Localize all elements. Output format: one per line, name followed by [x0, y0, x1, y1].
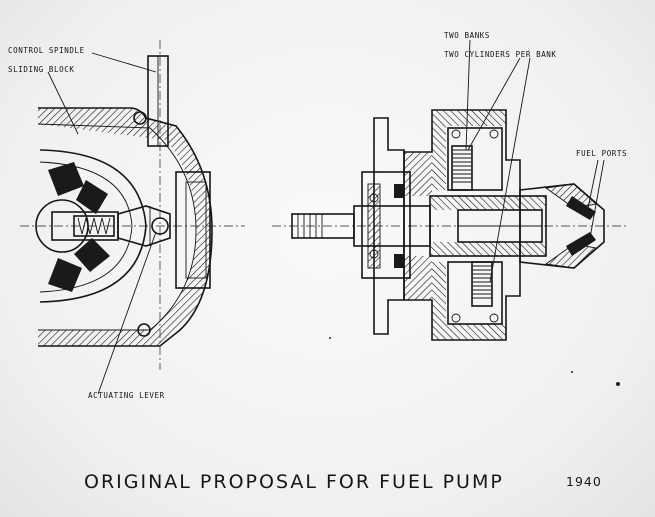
sliding-block-segments — [48, 162, 110, 292]
seal-upper — [394, 184, 404, 198]
leader-control-spindle — [91, 52, 157, 73]
upper-plunger — [451, 145, 473, 191]
label-two-banks: TWO BANKS — [444, 31, 490, 40]
label-sliding-block: SLIDING BLOCK — [8, 65, 75, 74]
rotor-outer-arc — [39, 149, 147, 303]
lower-bearing-ball-1 — [451, 313, 461, 323]
bore-wall-upper — [430, 196, 546, 210]
paper-specks — [329, 337, 620, 386]
fuel-port-upper — [566, 196, 596, 220]
actuator-spring — [77, 217, 111, 235]
front-bearing-ball-1 — [369, 193, 379, 203]
label-fuel-ports: FUEL PORTS — [576, 149, 627, 158]
fuel-port-lower — [566, 232, 596, 256]
front-bearing-housing — [361, 171, 411, 279]
seal-lower — [394, 254, 404, 268]
actuating-lever — [117, 205, 171, 247]
housing-inner-wall — [37, 123, 197, 331]
lower-bearing-ball-2 — [489, 313, 499, 323]
upper-bearing-ball-2 — [489, 129, 499, 139]
shaft-splines — [297, 214, 323, 238]
label-actuating-lever: ACTUATING LEVER — [88, 391, 165, 400]
body-web-hatch-upper — [404, 152, 432, 196]
lower-plunger-spring — [472, 265, 492, 299]
body-web-hatch-lower — [404, 256, 432, 300]
side-boss — [175, 171, 211, 289]
lower-cylinder-bank — [447, 261, 503, 325]
upper-cylinder-bank — [447, 127, 503, 191]
body-wall-hatch-upper — [432, 110, 506, 190]
end-section-view — [20, 40, 245, 370]
label-control-spindle: CONTROL SPINDLE — [8, 46, 85, 55]
lower-port-body — [544, 243, 597, 269]
leader-lines — [47, 39, 605, 395]
leader-actuating-lever — [97, 231, 157, 395]
upper-plunger-spring — [452, 149, 472, 183]
bolt-hole-bottom — [137, 323, 151, 337]
drawing-year: 1940 — [566, 474, 602, 489]
actuator-spring-bore — [73, 215, 115, 237]
front-bearing-race — [367, 183, 381, 269]
leader-two-banks — [465, 39, 471, 151]
label-two-cylinders-per-bank: TWO CYLINDERS PER BANK — [444, 50, 557, 59]
leader-cylinder-upper — [467, 57, 521, 151]
leader-fuel-port-upper — [587, 159, 599, 209]
drawing-title: ORIGINAL PROPOSAL FOR FUEL PUMP — [84, 471, 504, 493]
side-boss-inner — [185, 181, 207, 279]
body-wall-hatch-lower — [432, 262, 506, 340]
leader-fuel-port-lower — [589, 159, 605, 239]
lever-pivot — [151, 217, 169, 235]
longitudinal-section-view — [272, 109, 628, 341]
lower-plunger — [471, 261, 493, 307]
rotor-inner-arc — [39, 161, 133, 293]
leader-cylinder-lower — [489, 57, 531, 283]
upper-bearing-ball-1 — [451, 129, 461, 139]
bolt-hole-top — [133, 111, 147, 125]
front-bearing-ball-2 — [369, 249, 379, 259]
leader-sliding-block — [47, 71, 79, 135]
bore-wall-lower — [430, 242, 546, 256]
